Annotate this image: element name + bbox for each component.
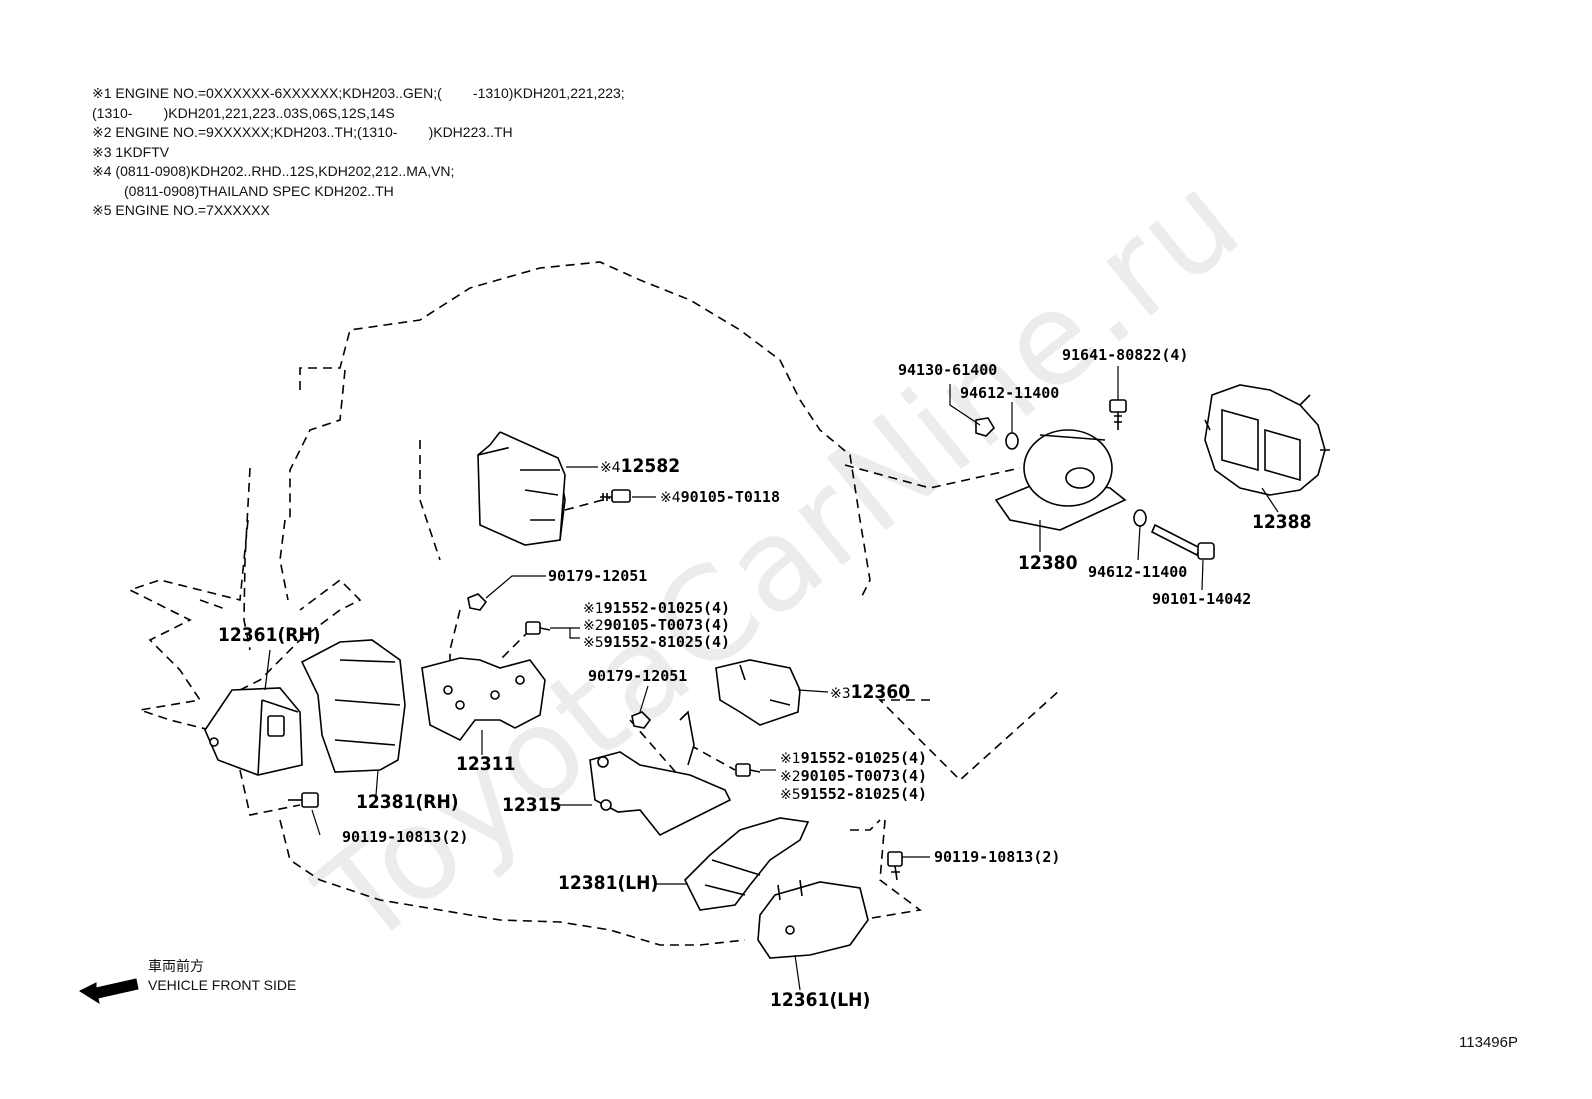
part-90105-t0118-bolt: [600, 489, 631, 503]
part-94612-washer-b: [1133, 509, 1147, 527]
part-12388-housing: [1204, 384, 1330, 496]
marker-3: ※3: [830, 686, 851, 702]
marker-2: ※2: [583, 618, 604, 634]
part-94612-washer-a: [1005, 432, 1019, 450]
label-12361-rh: 12361(RH): [218, 624, 321, 646]
part-12315-bracket: [589, 710, 732, 837]
label-12315: 12315: [502, 794, 562, 816]
part-12361-rh-mount: [204, 687, 303, 776]
label-12380: 12380: [1018, 552, 1078, 574]
label-12361-lh: 12361(LH): [770, 989, 871, 1011]
label-bolt-group-2-line-3: ※591552-81025(4): [780, 785, 927, 804]
label-number: 90105-T0073(4): [800, 767, 928, 785]
label-number: 91552-01025(4): [603, 599, 731, 617]
note-line: (0811-0908)THAILAND SPEC KDH202..TH: [124, 182, 394, 199]
front-label-jp: 車両前方: [148, 958, 204, 974]
part-91641-bolt: [1109, 399, 1127, 430]
label-bolt-group-2-line-1: ※191552-01025(4): [780, 749, 927, 768]
label-90105-t0118-number: 90105-T0118: [680, 488, 780, 506]
label-12311: 12311: [456, 753, 516, 775]
label-12381-rh: 12381(RH): [356, 791, 459, 813]
label-number: 91552-81025(4): [603, 633, 731, 651]
figure-number: 113496P: [1459, 1034, 1518, 1051]
part-12381-lh-insulator: [684, 817, 810, 911]
vehicle-front-side-note: 車両前方 VEHICLE FRONT SIDE: [148, 957, 296, 995]
label-94612-11400-b: 94612-11400: [1088, 563, 1188, 581]
note-line: ※4 (0811-0908)KDH202..RHD..12S,KDH202,21…: [92, 163, 455, 179]
marker-4: ※4: [600, 460, 621, 476]
label-bolt-group-1-line-3: ※591552-81025(4): [583, 633, 730, 652]
part-90119-bolt-rh: [288, 792, 319, 808]
label-12388: 12388: [1252, 511, 1312, 533]
part-90179-nut-a: [467, 593, 488, 611]
leader-lines: [264, 366, 1279, 991]
label-bolt-group-1-line-1: ※191552-01025(4): [583, 599, 730, 618]
part-12311-bracket: [421, 657, 546, 742]
label-90179-12051-a: 90179-12051: [548, 567, 648, 585]
part-12381-rh-insulator: [300, 639, 406, 773]
part-12380-mount: [994, 429, 1127, 531]
part-bolt-group-2: [735, 763, 761, 777]
label-90101-14042: 90101-14042: [1152, 590, 1252, 608]
marker-2: ※2: [780, 769, 801, 785]
note-line: (1310- )KDH201,221,223..03S,06S,12S,14S: [92, 104, 395, 121]
part-94130-nut: [975, 417, 996, 437]
label-bolt-group-1-line-2: ※290105-T0073(4): [583, 616, 730, 635]
engine-outline: [243, 261, 881, 946]
part-90119-bolt-lh: [887, 851, 903, 881]
marker-1: ※1: [780, 751, 801, 767]
applicability-notes: ※1 ENGINE NO.=0XXXXXX-6XXXXXX;KDH203..GE…: [92, 84, 625, 221]
part-12361-lh-mount: [757, 879, 869, 959]
label-bolt-group-2-line-2: ※290105-T0073(4): [780, 767, 927, 786]
marker-1: ※1: [583, 601, 604, 617]
label-12360: ※312360: [830, 683, 910, 703]
part-90179-nut-b: [631, 711, 652, 729]
front-label-en: VEHICLE FRONT SIDE: [148, 977, 297, 993]
label-90119-10813-lh: 90119-10813(2): [934, 848, 1061, 866]
label-12381-lh: 12381(LH): [558, 872, 659, 894]
part-12360-bracket: [715, 659, 801, 726]
label-number: 91552-01025(4): [800, 749, 928, 767]
front-arrow-icon: [78, 978, 139, 1005]
note-line: ※2 ENGINE NO.=9XXXXXX;KDH203..TH;(1310- …: [92, 124, 513, 140]
label-94130-61400: 94130-61400: [898, 361, 998, 379]
marker-4: ※4: [660, 490, 681, 506]
part-bolt-group-1: [525, 621, 551, 635]
label-90105-t0118: ※490105-T0118: [660, 488, 780, 507]
part-90101-bolt: [1150, 523, 1215, 560]
label-91641-80822: 91641-80822(4): [1062, 346, 1189, 364]
note-line: ※5 ENGINE NO.=7XXXXXX: [92, 202, 270, 218]
marker-5: ※5: [583, 635, 604, 651]
note-line: ※1 ENGINE NO.=0XXXXXX-6XXXXXX;KDH203..GE…: [92, 85, 625, 101]
note-line: ※3 1KDFTV: [92, 143, 170, 160]
label-number: 90105-T0073(4): [603, 616, 731, 634]
label-12360-number: 12360: [850, 681, 911, 703]
marker-5: ※5: [780, 787, 801, 803]
part-12582-bracket: [477, 431, 566, 546]
label-number: 91552-81025(4): [800, 785, 928, 803]
label-90119-10813-rh: 90119-10813(2): [342, 828, 469, 846]
label-12582-number: 12582: [620, 455, 681, 477]
fan-outline: [127, 519, 362, 742]
label-94612-11400-a: 94612-11400: [960, 384, 1060, 402]
label-12582: ※412582: [600, 457, 680, 477]
label-90179-12051-b: 90179-12051: [588, 667, 688, 685]
